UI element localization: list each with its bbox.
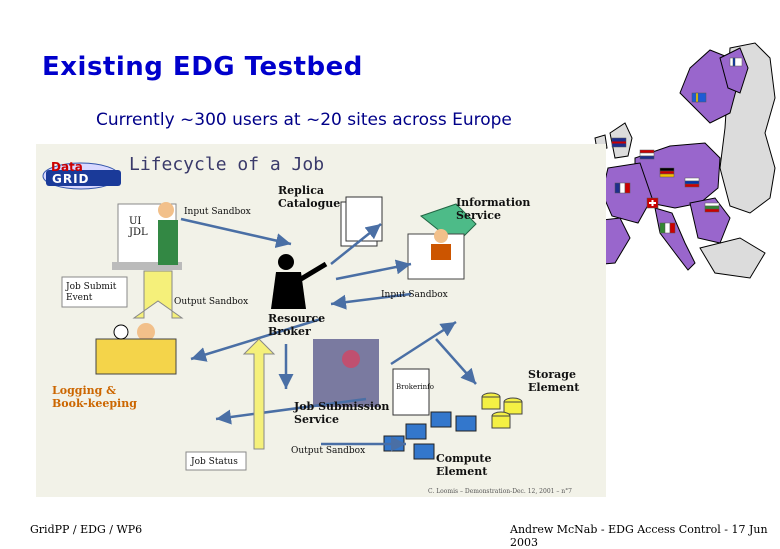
label-information-service: Information Service bbox=[456, 196, 531, 222]
diagram-graphics bbox=[42, 162, 523, 471]
footer-right: Andrew McNab - EDG Access Control - 17 J… bbox=[510, 523, 768, 549]
logo-grid-text: GRID bbox=[52, 172, 90, 186]
label-output-sandbox-left: Output Sandbox bbox=[174, 297, 249, 307]
diagram-heading: Lifecycle of a Job bbox=[129, 154, 325, 175]
label-compute-element: Compute Element bbox=[436, 452, 492, 478]
label-output-sandbox-bottom: Output Sandbox bbox=[291, 446, 366, 456]
label-job-submission-service: Job Submission Service bbox=[294, 400, 390, 426]
slide-title: Existing EDG Testbed bbox=[42, 52, 363, 82]
label-replica-catalogue: Replica Catalogue bbox=[278, 184, 341, 210]
label-brokerinfo: Brokerinfo bbox=[396, 383, 434, 391]
logo-data-text: Data bbox=[51, 160, 83, 174]
label-resource-broker: Resource Broker bbox=[268, 312, 326, 338]
label-input-sandbox-top: Input Sandbox bbox=[184, 207, 251, 217]
job-lifecycle-diagram: Data GRID Lifecycle of a Job Replica Cat… bbox=[36, 144, 606, 497]
slide-subtitle: Currently ~300 users at ~20 sites across… bbox=[96, 110, 512, 130]
label-logging: Logging & Book-keeping bbox=[52, 384, 137, 410]
label-job-submit-event: Job Submit Event bbox=[66, 282, 117, 303]
europe-map bbox=[580, 42, 776, 279]
label-input-sandbox-right: Input Sandbox bbox=[381, 290, 448, 300]
label-storage-element: Storage Element bbox=[528, 368, 580, 394]
datagrid-logo bbox=[42, 162, 121, 190]
diagram-credit: C. Loomis – Demonstration-Dec. 12, 2001 … bbox=[428, 488, 572, 495]
label-job-status: Job Status bbox=[191, 457, 238, 467]
footer-left: GridPP / EDG / WP6 bbox=[30, 523, 143, 536]
label-ui-jdl: UI JDL bbox=[129, 216, 148, 238]
